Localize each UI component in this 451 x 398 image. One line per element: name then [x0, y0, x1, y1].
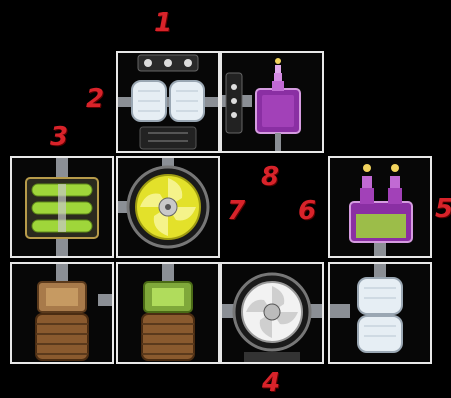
label-1: 1	[154, 10, 172, 36]
grid-cell-r0c1[interactable]	[116, 51, 220, 153]
green-battery-pack-icon	[12, 158, 112, 256]
label-3: 3	[50, 124, 68, 150]
label-8: 8	[261, 164, 279, 190]
grid-cell-r2c1[interactable]	[116, 262, 220, 364]
grid-cell-r1c1[interactable]	[116, 156, 220, 258]
grid-cell-r2c2[interactable]	[220, 262, 324, 364]
white-fan-icon	[222, 264, 322, 362]
twin-purple-capacitor-icon	[330, 158, 430, 256]
twin-white-tank-icon	[118, 53, 218, 151]
grid-cell-r0c2[interactable]	[220, 51, 324, 153]
grid-cell-r2c0[interactable]	[10, 262, 114, 364]
grid-cell-r2c3[interactable]	[328, 262, 432, 364]
grid-cell-r1c3[interactable]	[328, 156, 432, 258]
label-2: 2	[86, 86, 104, 112]
label-4: 4	[262, 370, 280, 396]
green-bronze-thruster-icon	[118, 264, 218, 362]
twin-white-tank-icon	[330, 264, 430, 362]
label-7: 7	[227, 198, 245, 224]
bronze-thruster-icon	[12, 264, 112, 362]
yellow-fan-icon	[118, 158, 218, 256]
grid-cell-r1c0[interactable]	[10, 156, 114, 258]
label-6: 6	[298, 198, 316, 224]
purple-capacitor-icon	[222, 53, 322, 151]
label-5: 5	[435, 196, 451, 222]
